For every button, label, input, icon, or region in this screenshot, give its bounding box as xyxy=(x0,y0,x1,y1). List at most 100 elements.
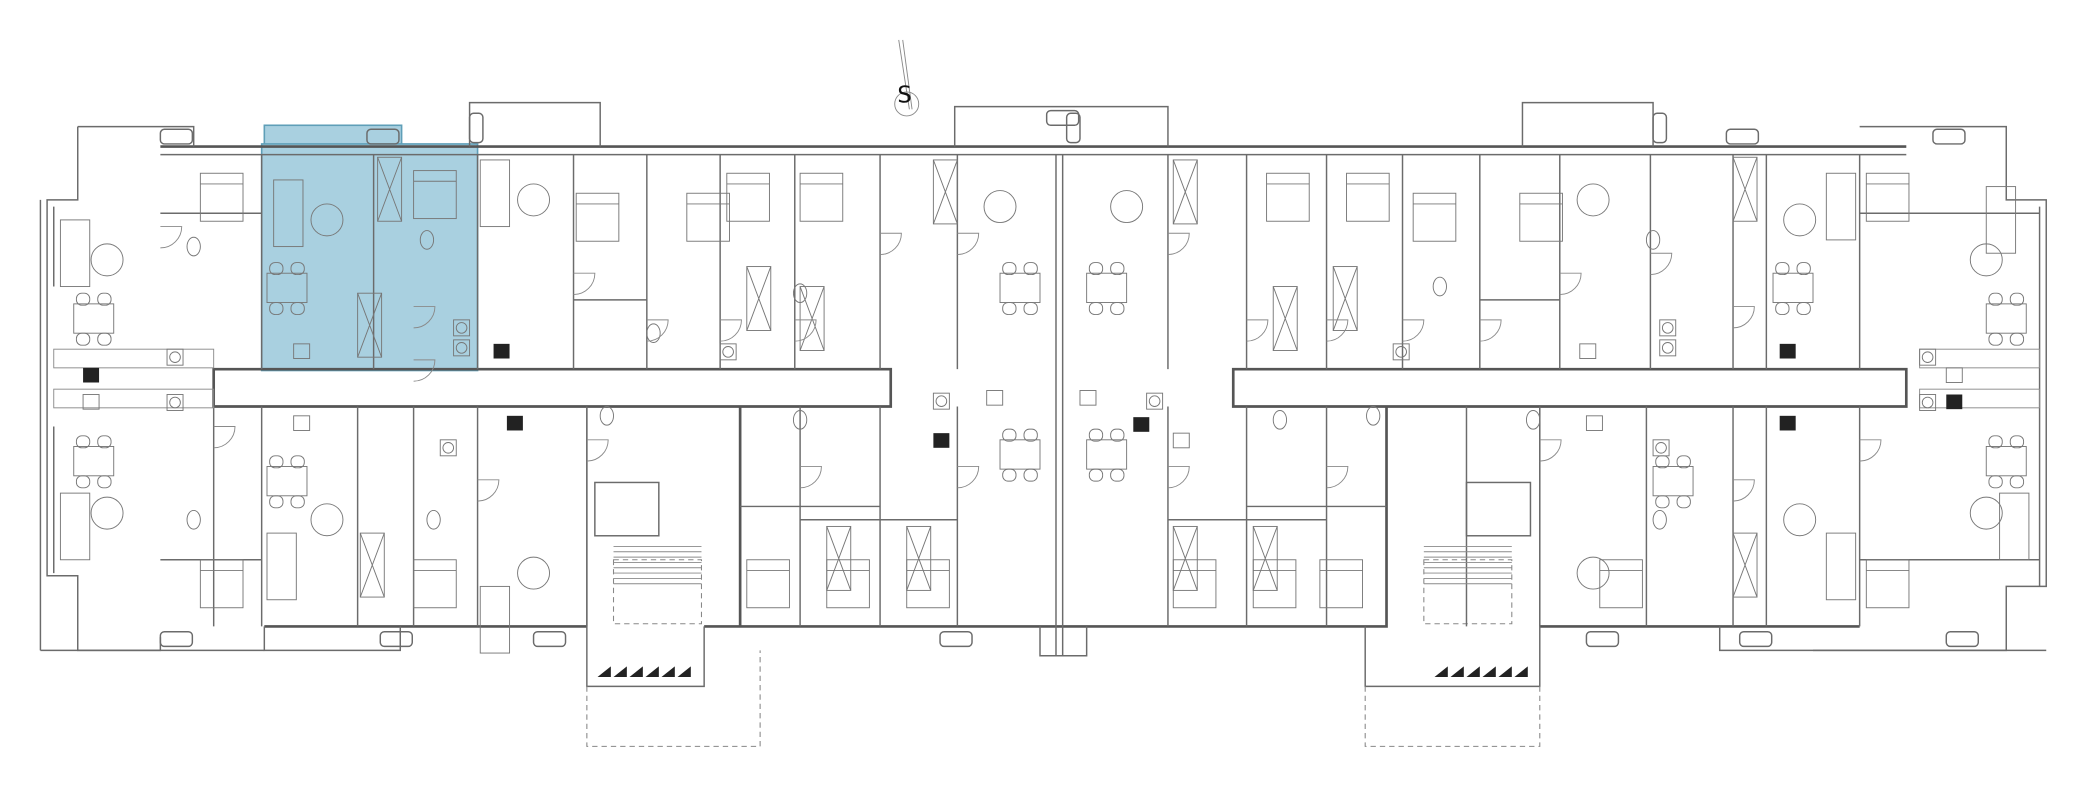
radiator-icon xyxy=(159,630,194,648)
wardrobe xyxy=(746,266,772,331)
chair-icon xyxy=(1110,262,1125,276)
bed xyxy=(199,172,244,222)
toilet-icon xyxy=(419,230,435,250)
bed xyxy=(413,559,457,609)
door-swing xyxy=(1326,466,1349,489)
washing-machine xyxy=(1659,319,1677,337)
door-swing xyxy=(880,232,902,256)
radiator-icon xyxy=(1725,128,1760,145)
toilet-icon xyxy=(426,509,441,530)
dining-table xyxy=(73,446,115,477)
dining-table xyxy=(999,439,1041,470)
washing-machine-drum xyxy=(1655,442,1667,454)
door-swing xyxy=(720,319,742,342)
washing-machine xyxy=(932,392,950,410)
stove-icon xyxy=(293,343,311,359)
stair-tread-mark xyxy=(1514,666,1528,678)
sofa xyxy=(1825,172,1857,241)
stove-icon xyxy=(1945,367,1963,383)
sofa xyxy=(273,179,304,248)
washing-machine-drum xyxy=(1661,322,1674,334)
washing-machine xyxy=(1392,343,1410,361)
wardrobe-cross xyxy=(1172,159,1198,225)
dining-table xyxy=(1772,272,1814,304)
stove-icon xyxy=(82,394,100,410)
dining-table xyxy=(266,272,308,304)
chair-icon xyxy=(269,495,284,509)
round-table xyxy=(517,183,551,217)
chair-icon xyxy=(1023,302,1038,315)
washing-machine-drum xyxy=(169,396,181,409)
dining-table xyxy=(73,303,115,334)
washing-machine-drum xyxy=(935,395,948,407)
radiator-icon xyxy=(1045,109,1080,127)
bed xyxy=(726,172,770,222)
chair-icon xyxy=(1002,428,1017,442)
door-swing xyxy=(586,439,609,462)
round-table xyxy=(517,556,551,590)
door-swing xyxy=(573,272,596,296)
sofa xyxy=(1999,492,2030,561)
bed xyxy=(799,172,844,222)
sink-icon xyxy=(1946,394,1963,410)
door-swing xyxy=(1859,439,1882,462)
wardrobe-cross xyxy=(1172,526,1198,591)
stair-tread-mark xyxy=(597,666,611,678)
washing-machine-drum xyxy=(455,322,468,334)
washing-machine-drum xyxy=(1921,351,1934,363)
radiator-icon xyxy=(159,128,194,145)
stove-icon xyxy=(986,390,1004,406)
wardrobe xyxy=(357,292,383,358)
chair-icon xyxy=(290,262,305,276)
kitchen-counter xyxy=(1919,348,2041,369)
washing-machine xyxy=(453,319,471,337)
chair-icon xyxy=(1002,302,1017,315)
door-swing xyxy=(800,466,822,489)
radiator-icon xyxy=(468,112,484,144)
chair-icon xyxy=(269,455,284,469)
dining-table xyxy=(1086,439,1128,470)
chair-icon xyxy=(75,475,91,489)
door-swing xyxy=(1167,232,1190,256)
wardrobe-cross xyxy=(1332,266,1358,331)
chair-icon xyxy=(1110,468,1125,482)
chair-icon xyxy=(97,332,112,346)
chair-icon xyxy=(1775,262,1790,276)
washing-machine xyxy=(439,439,457,457)
door-swing xyxy=(957,466,980,489)
stair-tread-mark xyxy=(645,666,659,678)
compass: S xyxy=(894,39,920,117)
stair-tread-mark xyxy=(629,666,643,678)
washing-machine xyxy=(1659,339,1677,357)
radiator-icon xyxy=(1585,630,1620,648)
highlighted-apartment[interactable] xyxy=(260,124,479,372)
bed xyxy=(1599,559,1643,609)
bed xyxy=(1319,559,1363,609)
round-table xyxy=(1576,183,1610,217)
bed xyxy=(1266,172,1310,222)
bed xyxy=(1865,559,1910,609)
chair-icon xyxy=(1088,302,1104,315)
radiator-icon xyxy=(939,630,973,648)
round-table xyxy=(310,203,344,237)
stair-tread-mark xyxy=(1498,666,1512,678)
bed xyxy=(1346,172,1390,222)
wardrobe-cross xyxy=(1252,526,1278,591)
chair-icon xyxy=(1002,262,1017,276)
dining-table xyxy=(1985,303,2027,334)
washing-machine xyxy=(453,339,471,357)
toilet-icon xyxy=(599,406,614,426)
wardrobe-cross xyxy=(1272,286,1298,351)
radiator-icon xyxy=(1065,112,1081,144)
round-table xyxy=(1576,556,1610,590)
chair-icon xyxy=(97,475,112,489)
chair-icon xyxy=(1676,455,1691,469)
door-swing xyxy=(213,426,236,449)
chair-icon xyxy=(1088,262,1104,276)
toilet-icon xyxy=(1366,406,1381,426)
chair-icon xyxy=(1988,435,2003,449)
washing-machine xyxy=(1919,348,1937,366)
sink-icon xyxy=(83,367,100,383)
wardrobe-cross xyxy=(826,526,852,591)
chair-icon xyxy=(1988,475,2003,489)
